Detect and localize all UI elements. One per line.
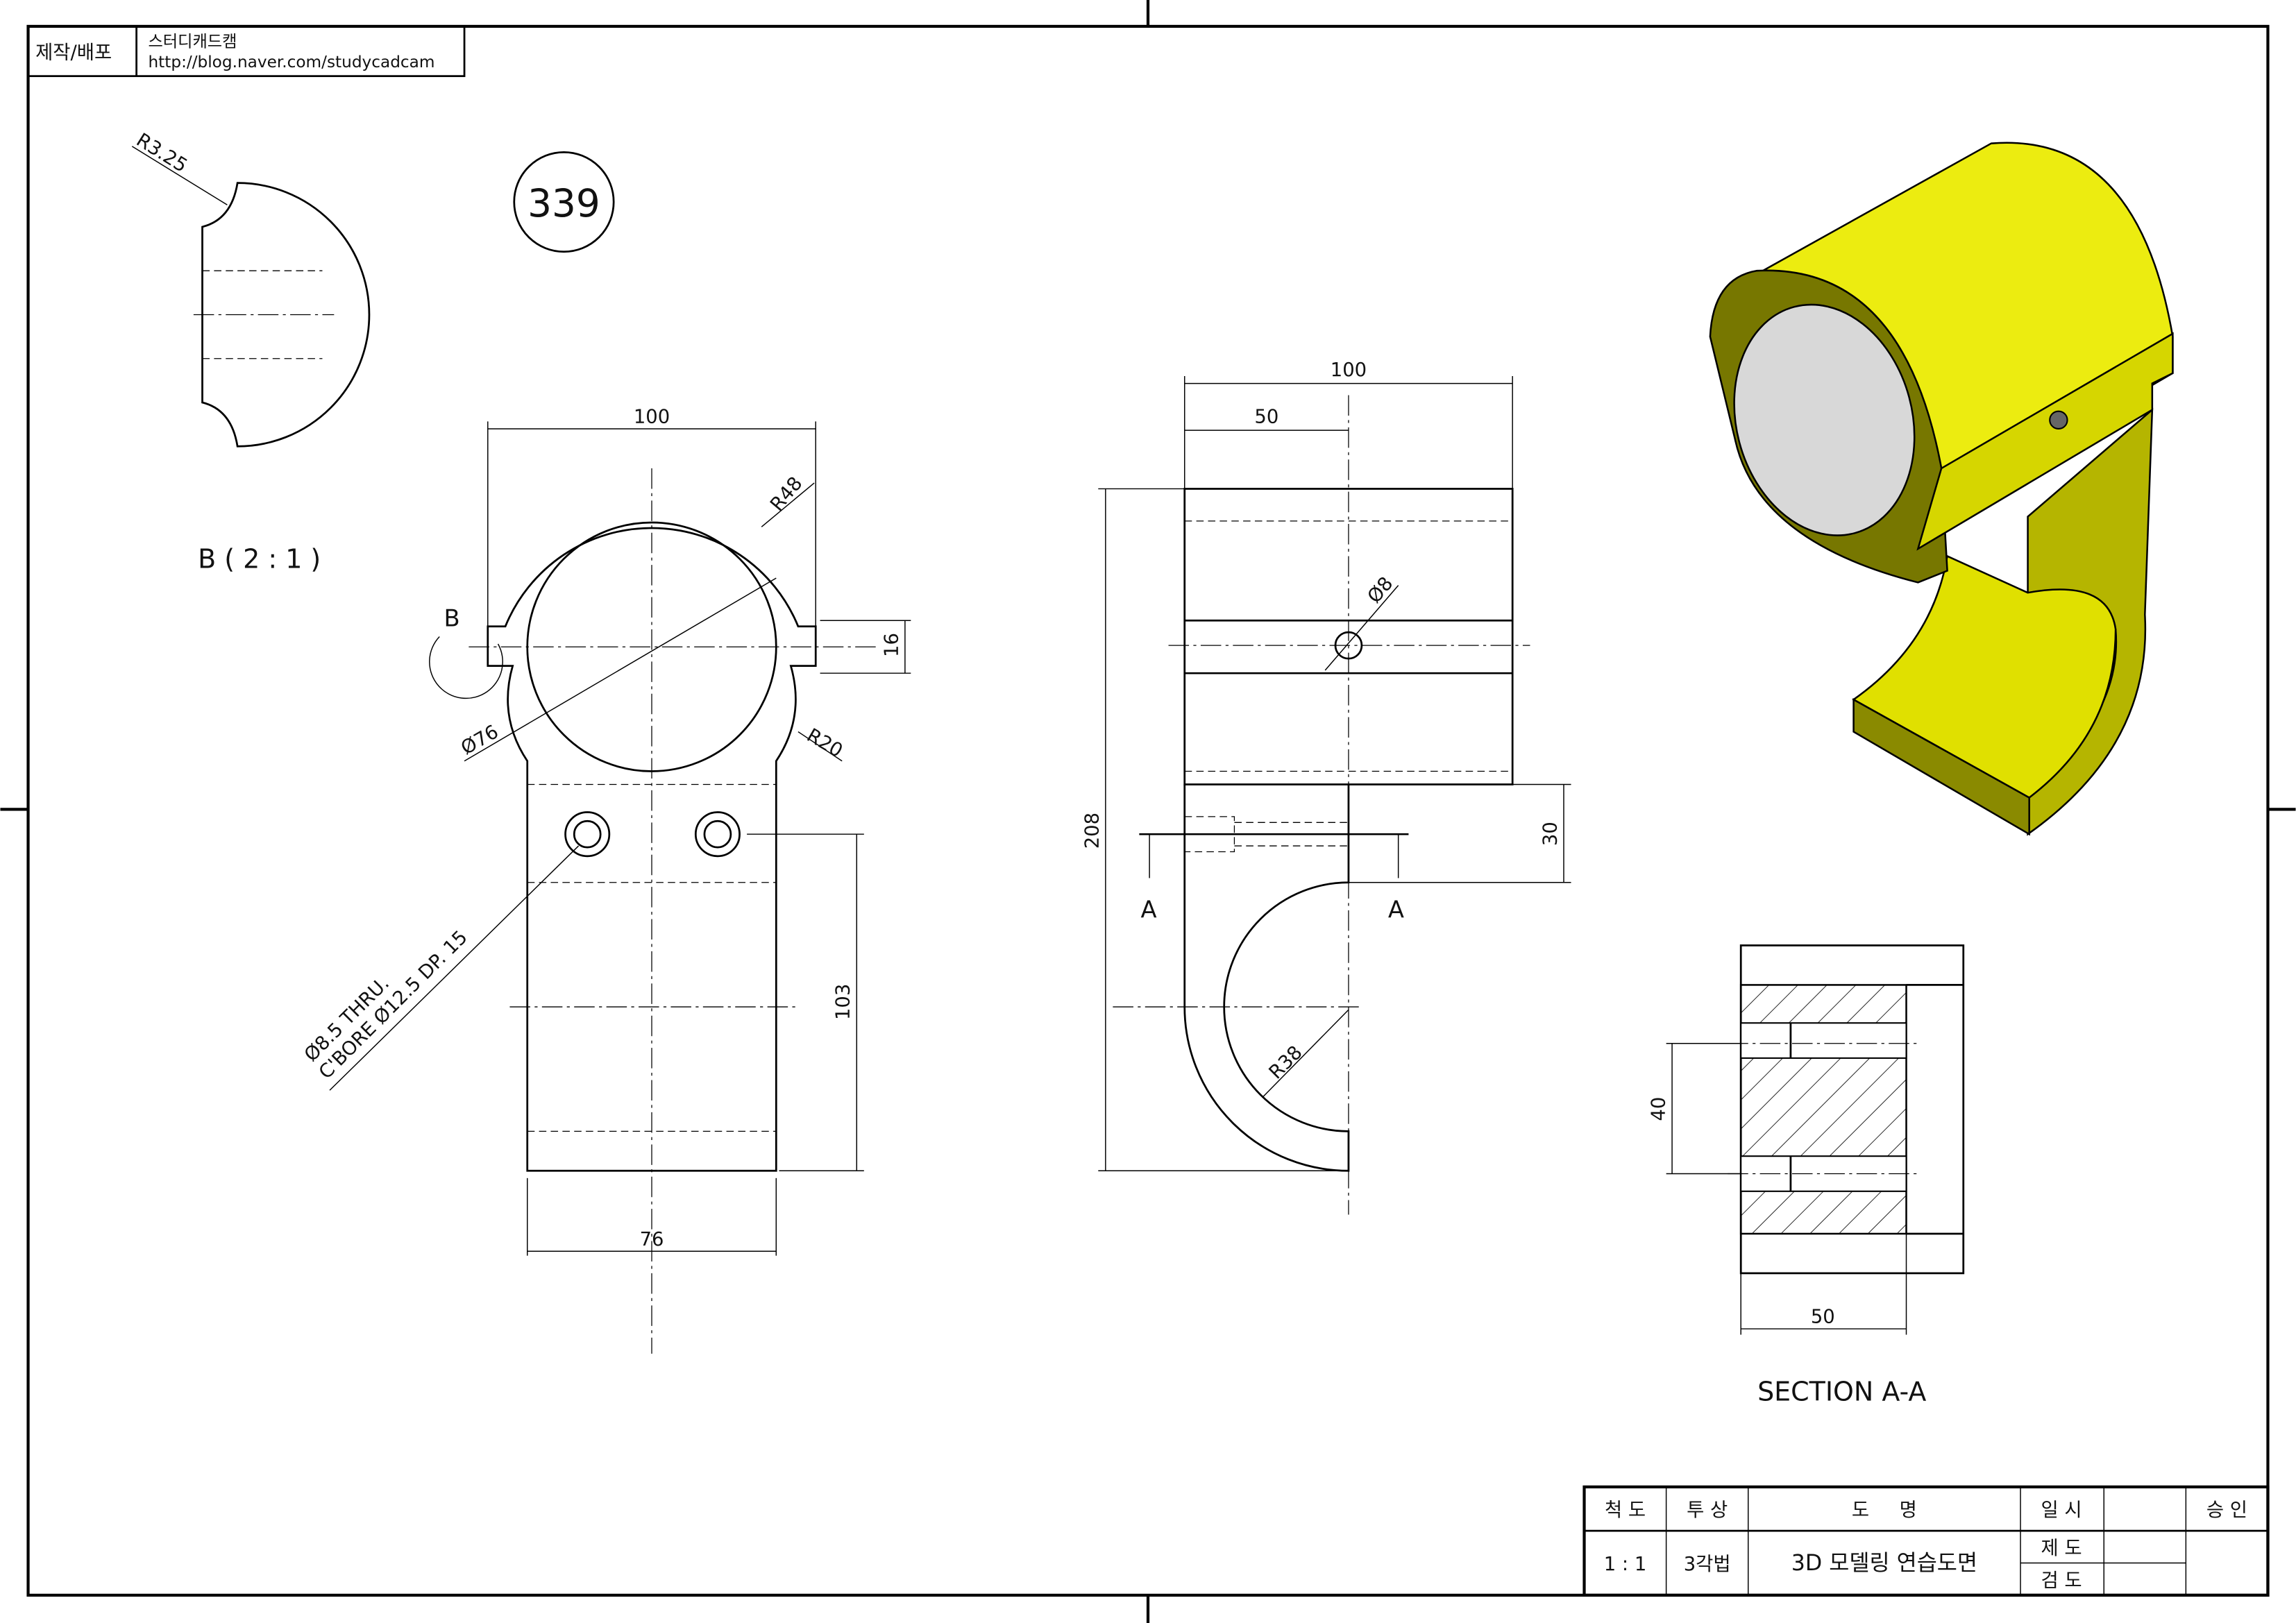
producer-name: 스터디캐드캠 bbox=[148, 32, 237, 51]
detail-b-view: R3.25 B ( 2 : 1 ) bbox=[131, 129, 371, 574]
dim-height: 103 bbox=[833, 984, 854, 1020]
dim-slot: 16 bbox=[881, 633, 902, 657]
section-marker-right: A bbox=[1388, 896, 1404, 923]
hole-note-2: C'BORE Ø12.5 DP. 15 bbox=[315, 926, 472, 1083]
detail-callout: B bbox=[444, 605, 460, 632]
detail-radius: R3.25 bbox=[133, 129, 191, 177]
scale-value: 1 : 1 bbox=[1604, 1554, 1647, 1575]
drafted-label: 제 도 bbox=[2041, 1538, 2082, 1559]
section-title: SECTION A-A bbox=[1757, 1376, 1926, 1407]
section-a-a-view: 40 50 SECTION A-A bbox=[1648, 944, 1965, 1407]
producer-label: 제작/배포 bbox=[35, 42, 112, 63]
detail-title: B ( 2 : 1 ) bbox=[198, 543, 321, 574]
dim-side-offset: 30 bbox=[1539, 822, 1561, 846]
name-label: 도 명 bbox=[1852, 1499, 1917, 1521]
side-view: A A 100 50 Ø8 208 30 R38 bbox=[1081, 359, 1571, 1215]
scale-label: 척 도 bbox=[1605, 1499, 1646, 1521]
dim-width-bottom: 76 bbox=[640, 1229, 664, 1250]
date-label: 일 시 bbox=[2041, 1499, 2082, 1521]
projection-label: 투 상 bbox=[1687, 1499, 1728, 1521]
checked-label: 검 도 bbox=[2041, 1570, 2082, 1591]
section-marker-left: A bbox=[1140, 896, 1156, 923]
dim-side-hole: Ø8 bbox=[1364, 573, 1398, 608]
dim-inner-radius: R38 bbox=[1265, 1042, 1307, 1083]
drawing-number-balloon bbox=[513, 151, 615, 253]
title-block: 척 도 투 상 도 명 일 시 승 인 1 : 1 3각법 3D 모델링 연습도… bbox=[1582, 1485, 2270, 1597]
dim-fillet: R20 bbox=[803, 724, 846, 762]
dim-side-width: 100 bbox=[1331, 359, 1367, 381]
dim-section-width: 50 bbox=[1811, 1307, 1835, 1328]
projection-value: 3각법 bbox=[1684, 1554, 1731, 1575]
dim-width-top: 100 bbox=[634, 407, 670, 428]
drawing-name: 3D 모델링 연습도면 bbox=[1791, 1551, 1977, 1576]
drawing-number: 339 bbox=[527, 181, 600, 226]
dim-section-height: 40 bbox=[1648, 1097, 1670, 1121]
producer-box: 제작/배포 스터디캐드캠 http://blog.naver.com/study… bbox=[27, 25, 466, 78]
dim-side-height: 208 bbox=[1081, 813, 1103, 849]
isometric-model bbox=[1709, 142, 2174, 836]
front-view: 100 R48 Ø76 R20 16 103 76 Ø8.5 THRU. C'B… bbox=[301, 407, 911, 1354]
producer-url[interactable]: http://blog.naver.com/studycadcam bbox=[148, 53, 434, 71]
approval-label: 승 인 bbox=[2206, 1499, 2247, 1521]
dim-bore: Ø76 bbox=[457, 721, 502, 759]
dim-side-half: 50 bbox=[1254, 407, 1278, 428]
